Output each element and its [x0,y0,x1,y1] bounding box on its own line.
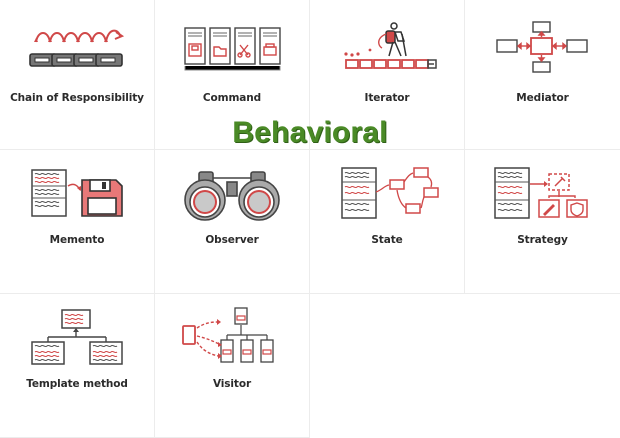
pattern-card-mediator[interactable]: Mediator [465,0,620,150]
pattern-card-memento[interactable]: Memento [0,150,155,294]
empty-cell [310,294,465,438]
strategy-tools-icon [494,167,588,219]
pattern-card-state[interactable]: State [310,150,465,294]
state-flow-icon [341,167,439,219]
pattern-card-visitor[interactable]: Visitor [155,294,310,438]
floppy-disk-icon [31,169,123,217]
pattern-label: Visitor [212,378,252,390]
pattern-card-template-method[interactable]: Template method [0,294,155,438]
pattern-label: Memento [49,234,105,246]
mediator-hub-icon [496,21,588,73]
binoculars-icon [184,171,280,221]
hiker-icon [344,22,437,69]
pattern-label: Observer [205,234,259,246]
pattern-label: State [371,234,403,246]
pattern-label: Strategy [517,234,568,246]
pattern-card-chain-of-responsibility[interactable]: Chain of Responsibility [0,0,155,150]
pattern-label: Iterator [364,92,410,104]
pattern-label: Template method [26,378,128,390]
pattern-label: Command [202,92,262,104]
page-title: Behavioral [232,116,388,149]
visitor-tree-icon [182,307,274,363]
pattern-card-observer[interactable]: Observer [155,150,310,294]
empty-cell [465,294,620,438]
chain-icon [29,29,125,67]
pattern-label: Mediator [516,92,569,104]
pattern-card-iterator[interactable]: Iterator [310,0,465,150]
pattern-label: Chain of Responsibility [10,92,144,104]
command-cards-icon [184,27,281,71]
template-tree-icon [31,309,123,365]
pattern-card-strategy[interactable]: Strategy [465,150,620,294]
pattern-card-command[interactable]: Command [155,0,310,150]
